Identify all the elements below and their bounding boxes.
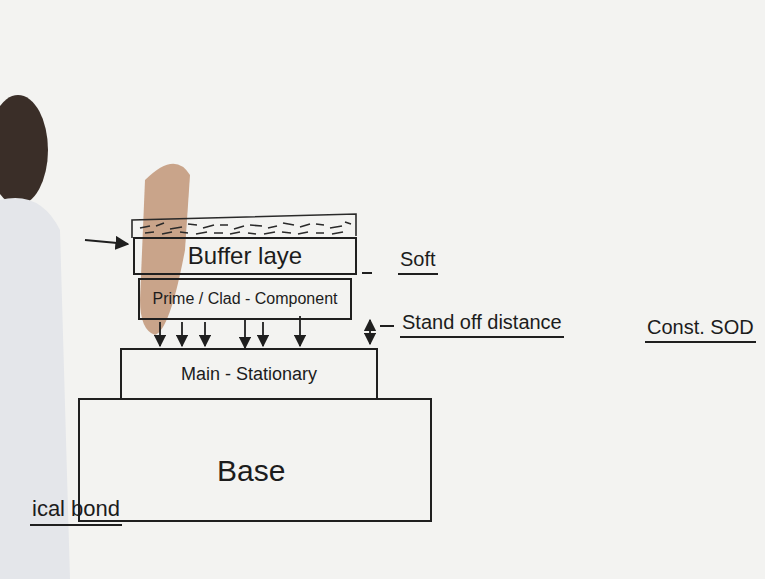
abbreviation-label: Const. SOD — [645, 316, 756, 343]
material-note: Soft — [398, 248, 438, 275]
dimension-arrow — [369, 320, 371, 344]
clad-plate: Prime / Clad - Component — [138, 278, 352, 320]
box-text: Buffer laye — [188, 242, 302, 270]
pointer-arrow — [85, 240, 128, 244]
dimension-label: Stand off distance — [400, 311, 564, 338]
leader-line — [380, 325, 394, 327]
lecturer — [0, 95, 190, 579]
leader-line — [362, 272, 372, 274]
bond-label: ical bond — [30, 496, 122, 526]
stationary-plate: Main - Stationary — [120, 348, 378, 400]
force-arrow — [244, 320, 246, 348]
box-text: Prime / Clad - Component — [153, 290, 338, 308]
pressure-arrows — [160, 316, 300, 346]
box-text: Base — [217, 454, 285, 488]
box-text: Main - Stationary — [181, 364, 317, 385]
base-block: Base — [78, 398, 432, 522]
buffer-layer: Buffer laye — [133, 237, 357, 275]
explosive-layer — [132, 214, 356, 238]
